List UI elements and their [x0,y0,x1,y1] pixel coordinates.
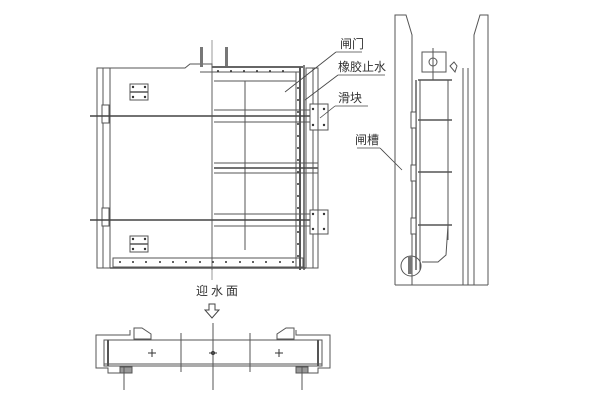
label-slider: 滑块 [338,91,363,105]
leader-lines [284,51,403,171]
label-gate: 闸门 [340,37,365,51]
mounting-plate-top [129,83,149,101]
label-gate-slot: 闸槽 [355,133,380,147]
front-elevation-view [90,40,329,280]
label-rubber-seal: 橡胶止水 [338,60,387,74]
plan-section-view [95,323,331,390]
label-upstream-face: 迎水面 [196,284,242,298]
mounting-plate-bottom [129,235,149,253]
flow-direction-arrow [203,303,221,319]
side-section-view [394,14,489,286]
